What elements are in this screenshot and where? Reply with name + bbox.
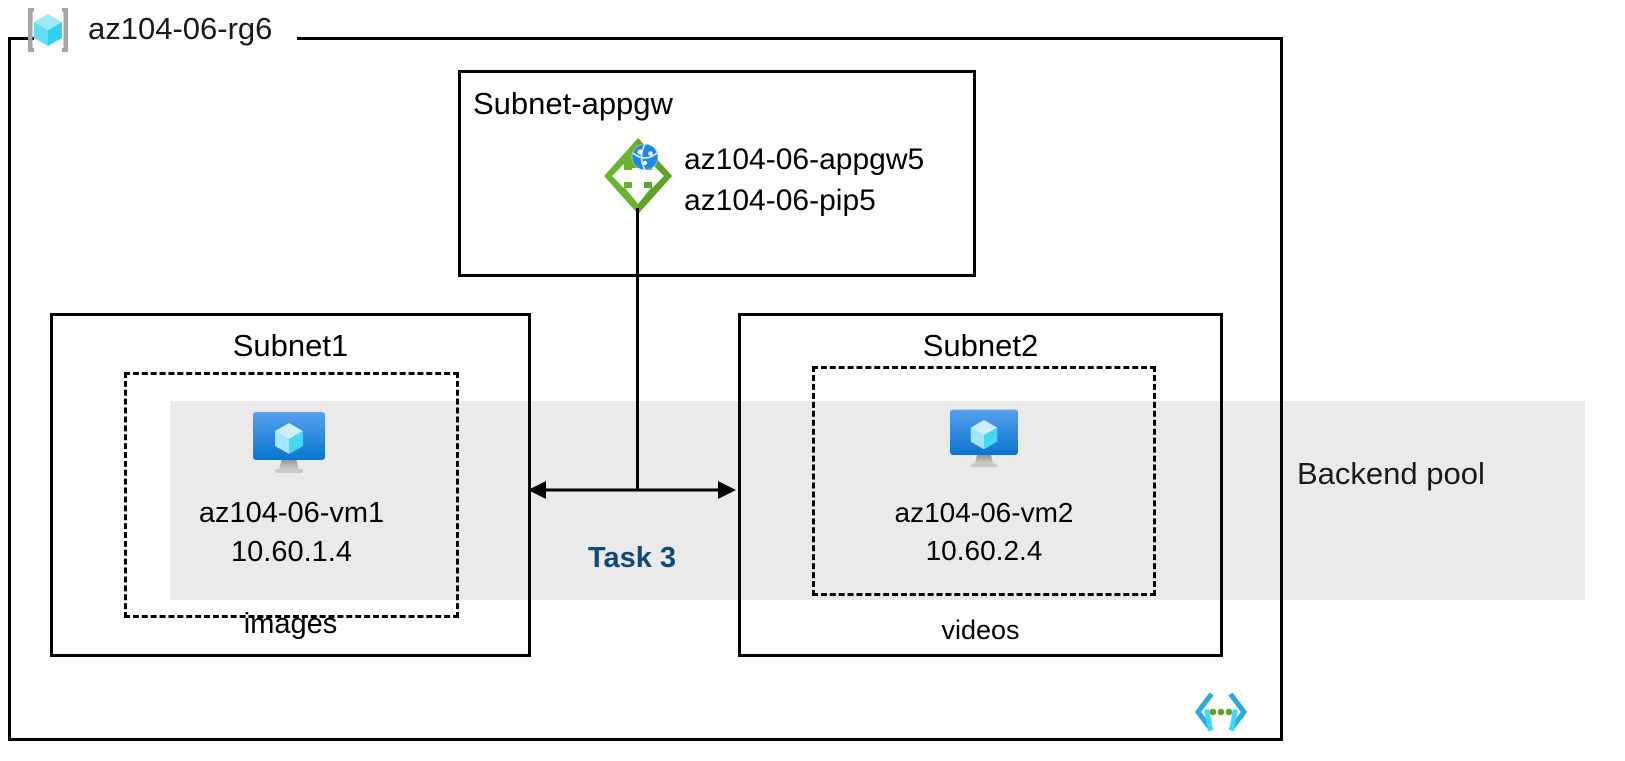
appgw-pip-line: az104-06-pip5 [684,184,876,217]
virtual-machine-icon [946,404,1022,472]
subnet2-box [738,313,1223,657]
application-gateway-icon [602,136,674,216]
vm1-name: az104-06-vm1 [198,497,385,529]
resource-group-cube-icon [20,4,76,56]
subnet2-footer-label: videos [941,615,1020,645]
resource-group-top-border [297,37,1283,40]
subnet2-label: Subnet2 [922,328,1039,363]
resource-group-label: az104-06-rg6 [88,11,273,46]
subnet1-inner-dashed-boundary [124,372,459,618]
vm2-ip: 10.60.2.4 [925,535,1043,566]
appgw-name-line: az104-06-appgw5 [684,143,925,176]
code-brackets-icon [1194,692,1248,732]
appgw-connector-line [636,208,639,491]
virtual-machine-icon [249,406,329,478]
subnet1-footer-label: images [243,608,338,640]
subnet1-label: Subnet1 [232,328,349,363]
resource-group-bottom-border [8,738,1283,741]
resource-group-left-border [8,37,11,741]
resource-group-right-border [1280,37,1283,741]
backend-pool-label: Backend pool [1297,456,1485,491]
subnet-appgw-label: Subnet-appgw [473,86,673,121]
task3-bidirectional-arrow [524,470,740,510]
subnet2-inner-dashed-boundary [812,366,1156,596]
backend-pool-band [170,401,1585,600]
subnet-appgw-box [458,70,976,277]
vm1-ip: 10.60.1.4 [231,536,352,568]
resource-group-top-border-stub [8,37,34,40]
vm1-labels: az104-06-vm1 10.60.1.4 [124,494,459,572]
application-gateway-labels: az104-06-appgw5 az104-06-pip5 [684,139,924,221]
vm2-name: az104-06-vm2 [894,497,1074,528]
subnet1-box [50,313,531,657]
task3-label: Task 3 [587,542,677,574]
vm2-labels: az104-06-vm2 10.60.2.4 [812,494,1156,570]
